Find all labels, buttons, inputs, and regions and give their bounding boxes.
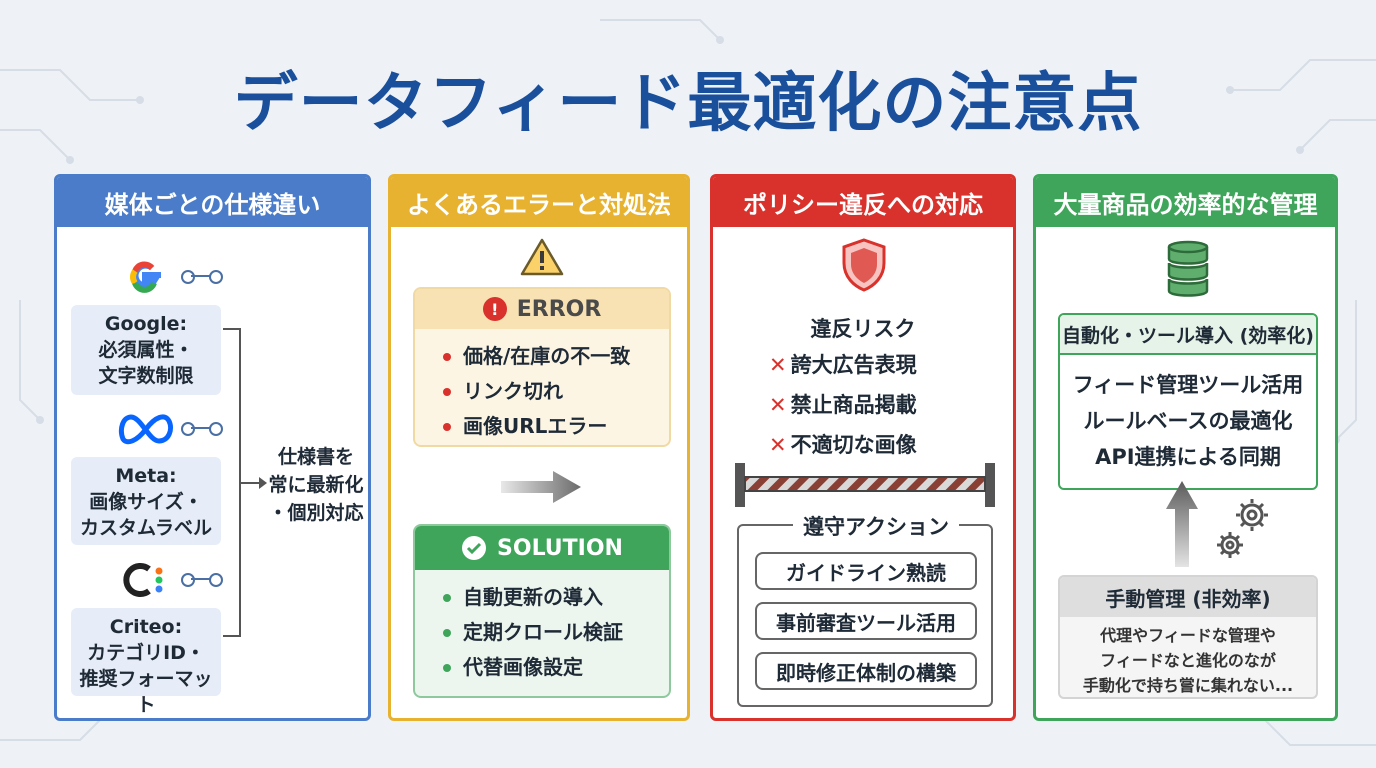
action-quick-fix: 即時修正体制の構築: [755, 652, 977, 690]
solution-list: 自動更新の導入 定期クロール検証 代替画像設定: [415, 570, 669, 685]
gears-icon: [1217, 499, 1268, 558]
solution-label: SOLUTION: [497, 535, 623, 561]
check-circle-icon: [462, 536, 487, 560]
warning-triangle-icon: [520, 238, 564, 276]
risk-item: ✕禁止商品掲載: [769, 393, 917, 417]
manual-description: 代理やフィードな管理や フィードなと進化のなが 手動化で持ち嘗に集れない...: [1082, 626, 1294, 695]
error-panel: ! ERROR 価格/在庫の不一致 リンク切れ 画像URLエラー: [413, 287, 671, 447]
list-item: フィード管理ツール活用: [1072, 373, 1304, 397]
risk-item: ✕不適切な画像: [769, 433, 917, 457]
cross-icon: ✕: [769, 393, 787, 417]
list-item: 代替画像設定: [443, 650, 669, 685]
connector-node-icon: [181, 421, 223, 436]
card-bulk-management-heading: 大量商品の効率的な管理: [1036, 177, 1335, 227]
arrow-right-icon: [501, 471, 581, 503]
error-label: ERROR: [516, 296, 602, 322]
compliance-actions-title: 遵守アクション: [793, 511, 959, 541]
cross-icon: ✕: [769, 353, 787, 377]
connector-node-icon: [181, 572, 223, 587]
cross-icon: ✕: [769, 433, 787, 457]
error-panel-header: ! ERROR: [415, 289, 669, 329]
database-icon: [1167, 240, 1209, 297]
list-item: 画像URLエラー: [443, 409, 669, 444]
card-platform-specs: 媒体ごとの仕様違い Google: 必須属性・ 文字数制限 Meta: 画像サイ…: [54, 174, 371, 721]
platform-meta: Meta: 画像サイズ・ カスタムラベル: [71, 457, 221, 545]
list-item: リンク切れ: [443, 374, 669, 409]
platform-criteo: Criteo: カテゴリID・ 推奨フォーマット: [71, 608, 221, 716]
list-item: 価格/在庫の不一致: [443, 339, 669, 374]
card-common-errors-heading: よくあるエラーと対処法: [391, 177, 687, 227]
manual-panel-header: 手動管理 (非効率): [1060, 577, 1316, 617]
list-item: API連携による同期: [1095, 445, 1281, 469]
automation-panel-header: 自動化・ツール導入 (効率化): [1060, 315, 1316, 355]
page-title: データフィード最適化の注意点: [233, 67, 1143, 141]
list-item: 定期クロール検証: [443, 615, 669, 650]
solution-panel: SOLUTION 自動更新の導入 定期クロール検証 代替画像設定: [413, 524, 671, 698]
card-bulk-management: 大量商品の効率的な管理 自動化・ツール導入 (効率化) フィード管理ツール活用 …: [1033, 174, 1338, 721]
error-list: 価格/在庫の不一致 リンク切れ 画像URLエラー: [415, 329, 669, 444]
solution-panel-header: SOLUTION: [415, 526, 669, 570]
automation-list: フィード管理ツール活用 ルールベースの最適化 API連携による同期: [1060, 355, 1316, 475]
bracket-connector: [223, 328, 241, 637]
platform-google: Google: 必須属性・ 文字数制限: [71, 305, 221, 395]
shield-icon: [842, 238, 886, 292]
barrier-icon: [735, 463, 995, 507]
action-guidelines: ガイドライン熟読: [755, 552, 977, 590]
card-policy-violations: ポリシー違反への対応 違反リスク ✕誇大広告表現 ✕禁止商品掲載 ✕不適切な画像…: [710, 174, 1016, 721]
spec-note: 仕様書を 常に最新化 ・個別対応: [268, 446, 364, 524]
arrow-right-icon: [241, 477, 267, 489]
card-common-errors: よくあるエラーと対処法 ! ERROR 価格/在庫の不一致 リンク切れ 画像UR…: [388, 174, 690, 721]
arrow-up-icon: [1166, 481, 1198, 567]
list-item: ルールベースの最適化: [1083, 409, 1293, 433]
list-item: 自動更新の導入: [443, 580, 669, 615]
card-platform-specs-heading: 媒体ごとの仕様違い: [57, 177, 368, 227]
risk-title: 違反リスク: [810, 317, 916, 341]
google-logo-icon: [130, 261, 161, 293]
criteo-logo-icon: [123, 563, 163, 597]
connector-node-icon: [181, 269, 223, 284]
automation-panel: 自動化・ツール導入 (効率化) フィード管理ツール活用 ルールベースの最適化 A…: [1058, 313, 1318, 490]
risk-item: ✕誇大広告表現: [769, 353, 917, 377]
card-policy-violations-heading: ポリシー違反への対応: [713, 177, 1013, 227]
action-pre-review-tool: 事前審査ツール活用: [755, 602, 977, 640]
meta-logo-icon: [118, 414, 174, 445]
compliance-actions: 遵守アクション ガイドライン熟読 事前審査ツール活用 即時修正体制の構築: [737, 511, 993, 707]
manual-panel: 手動管理 (非効率) 代理やフィードな管理や フィードなと進化のなが 手動化で持…: [1058, 575, 1318, 699]
error-alert-icon: !: [482, 297, 507, 321]
